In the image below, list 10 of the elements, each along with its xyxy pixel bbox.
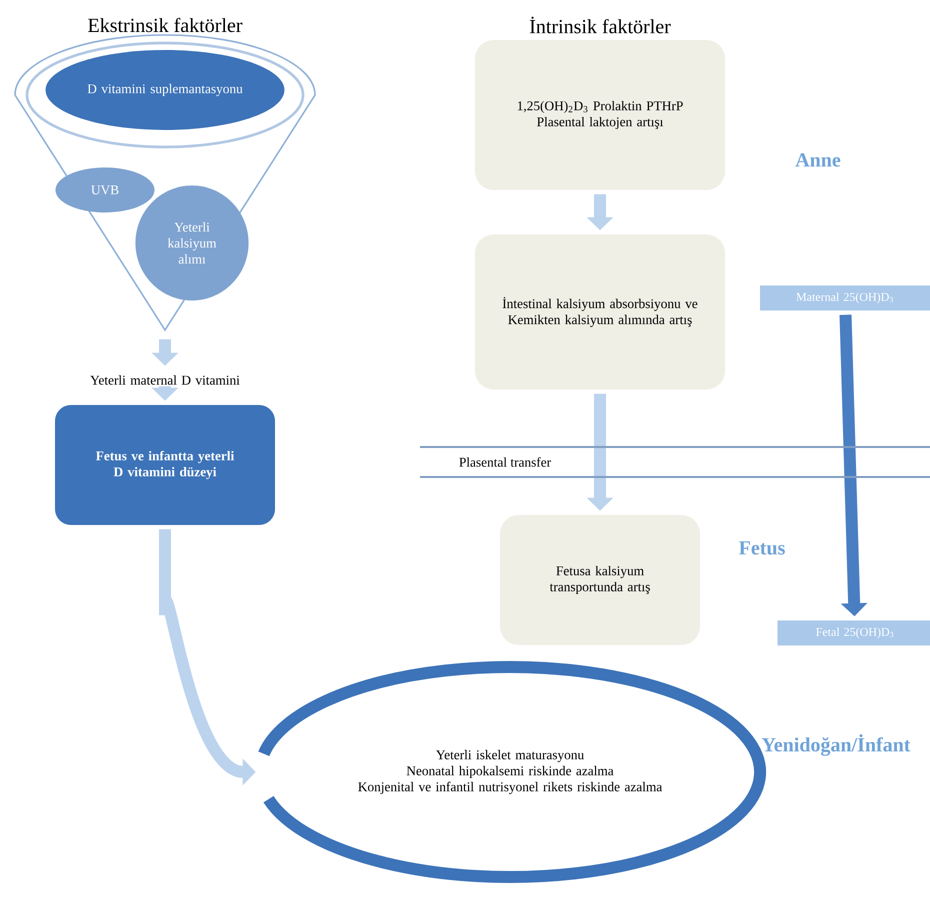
band-label: Plasental transfer	[459, 457, 551, 467]
process-box: İntestinal kalsiyum absorbsiyonu ve Kemikten kalsiyum alımında artış	[475, 234, 726, 390]
outcome-box: Fetus ve infantta yeterli D vitamini düzeyi	[55, 405, 275, 525]
flow-text: Yeterli maternal D vitamini	[90, 375, 240, 385]
process-box: Fetusa kalsiyum transportunda artış	[500, 515, 700, 645]
section-label: Anne	[795, 153, 840, 167]
process-box: 1,25(OH)$_{2}$D$_{3}$ Prolaktin PTHrP Plasental laktojen artışı	[475, 40, 726, 190]
level-tag: Fetal 25(OH)D$_{3}$	[778, 620, 930, 646]
level-tag: Maternal 25(OH)D$_{3}$	[760, 286, 930, 310]
section-label: Fetus	[739, 541, 785, 555]
